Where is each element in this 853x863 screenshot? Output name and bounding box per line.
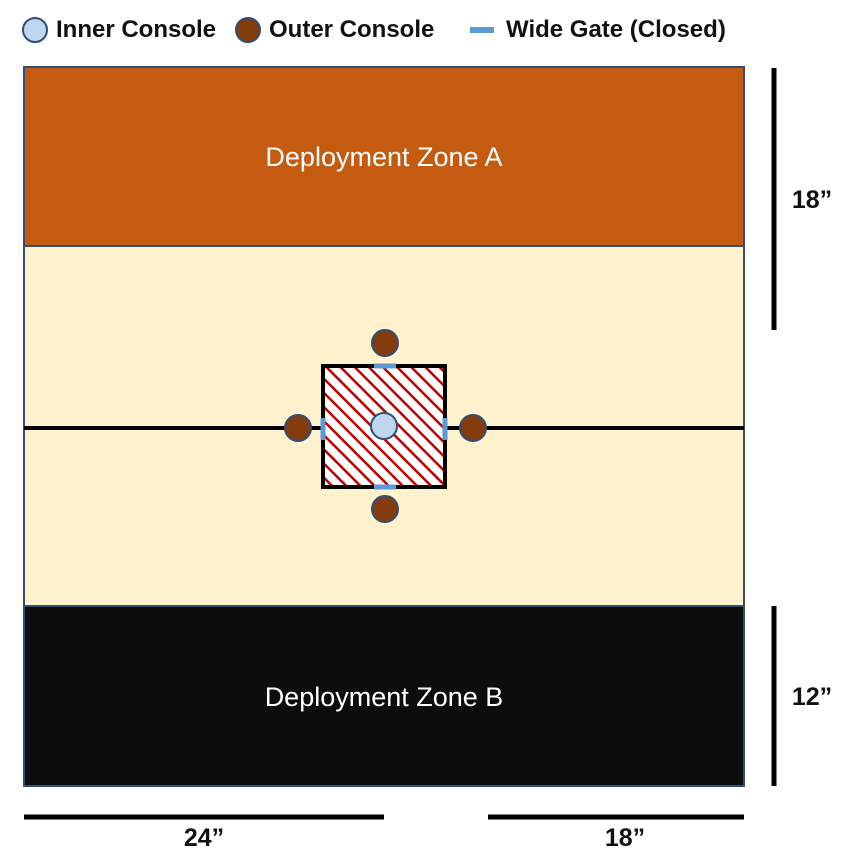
- deployment-zone-a: [24, 67, 744, 246]
- wide-gate-icon: [470, 27, 494, 33]
- outer-console-bottom: [371, 495, 399, 523]
- outer-console-right: [459, 414, 487, 442]
- inner-console-icon: [22, 17, 48, 43]
- outer-console-left: [284, 414, 312, 442]
- deployment-zone-b: [24, 606, 744, 786]
- legend-label-inner-console: Inner Console: [56, 16, 217, 43]
- zone-a-label: Deployment Zone A: [265, 142, 502, 172]
- zone-b-label: Deployment Zone B: [265, 682, 504, 712]
- outer-console-top: [371, 329, 399, 357]
- legend-item-inner-console: Inner Console: [22, 10, 216, 50]
- legend-item-wide-gate: Wide Gate (Closed): [470, 10, 726, 50]
- legend-label-wide-gate: Wide Gate (Closed): [506, 16, 726, 43]
- legend-item-outer-console: Outer Console: [235, 10, 434, 50]
- dimension-label-right-top: 18”: [792, 186, 832, 214]
- legend-label-outer-console: Outer Console: [269, 16, 435, 43]
- outer-console-icon: [235, 17, 261, 43]
- dimension-label-bottom-left: 24”: [184, 824, 224, 852]
- inner-console: [370, 412, 398, 440]
- dimension-label-bottom-right: 18”: [605, 824, 645, 852]
- dimension-label-right-bottom: 12”: [792, 683, 832, 711]
